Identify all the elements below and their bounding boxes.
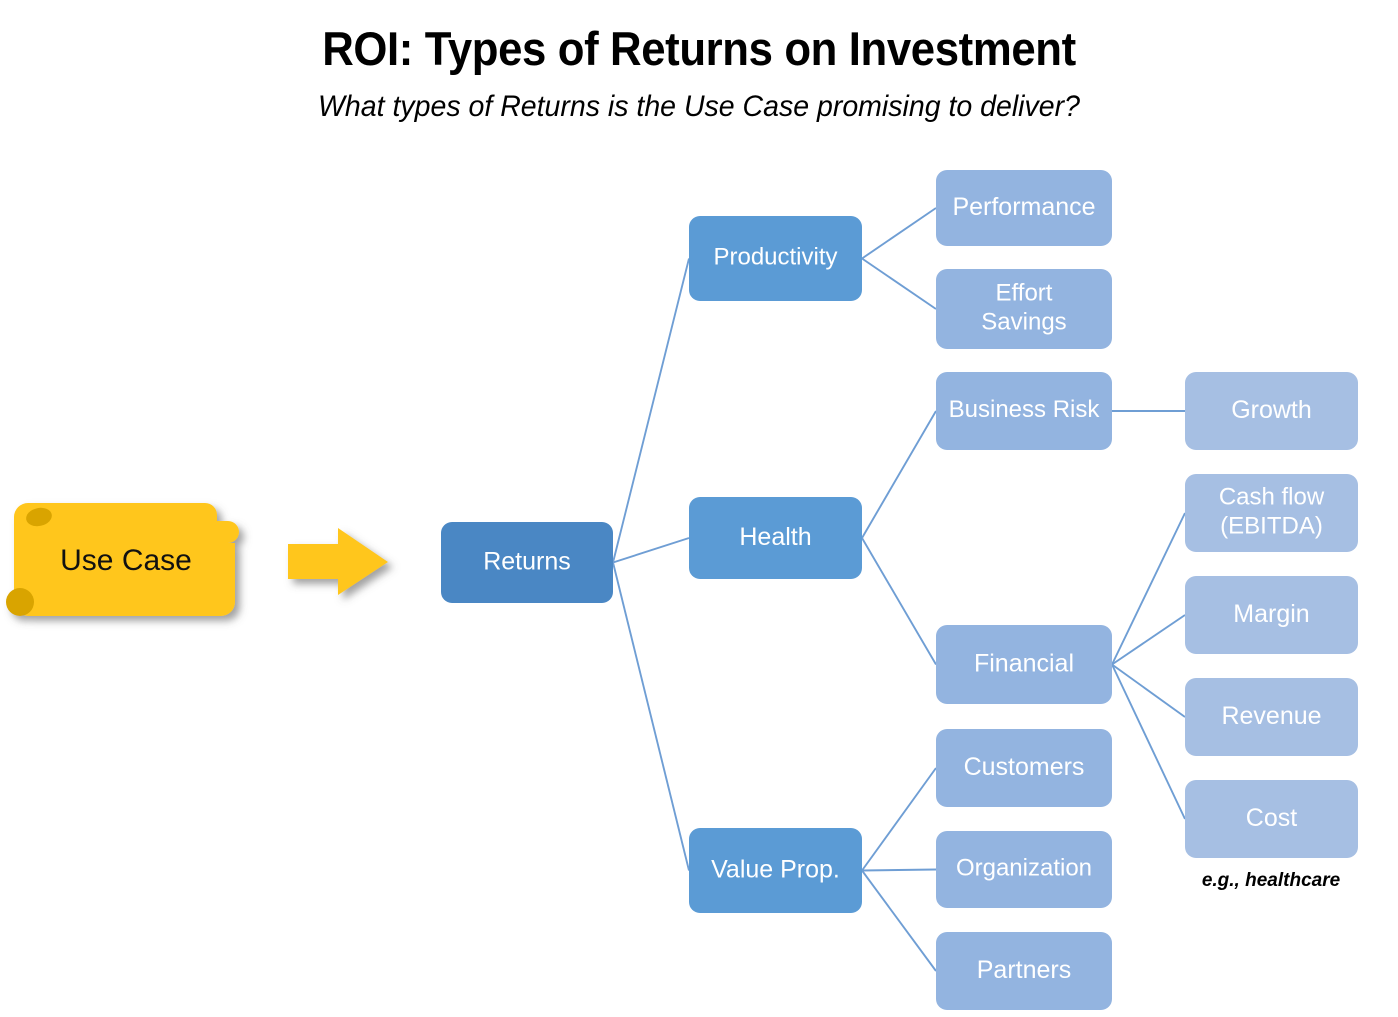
node-label-growth: Growth <box>1231 396 1312 424</box>
node-partners[interactable]: Partners <box>936 932 1112 1010</box>
node-label-root: Returns <box>483 547 571 575</box>
node-label-customers: Customers <box>964 753 1085 781</box>
node-box-margin <box>1185 576 1358 654</box>
connector-financial-to-revenue <box>1111 663 1186 718</box>
healthcare-caption: e.g., healthcare <box>1202 870 1341 891</box>
node-organization[interactable]: Organization <box>936 831 1112 908</box>
connector-productivity-to-performance <box>861 207 937 260</box>
node-cashflow[interactable]: Cash flow(EBITDA) <box>1185 474 1358 552</box>
node-revenue[interactable]: Revenue <box>1185 678 1358 756</box>
node-label-businessrisk: Business Risk <box>949 396 1101 423</box>
use-case-corner-tack-icon <box>26 507 52 527</box>
node-customers[interactable]: Customers <box>936 729 1112 807</box>
node-box-customers <box>936 729 1112 807</box>
use-case-label: Use Case <box>60 544 192 577</box>
node-label-revenue: Revenue <box>1221 702 1321 730</box>
connector-root-to-productivity <box>612 258 690 563</box>
node-cost[interactable]: Cost <box>1185 780 1358 858</box>
connector-health-to-financial <box>861 537 937 665</box>
node-box-organization <box>936 831 1112 908</box>
node-box-financial <box>936 625 1112 704</box>
node-label-margin: Margin <box>1233 600 1309 628</box>
node-root[interactable]: Returns <box>441 522 613 603</box>
connector-layer <box>612 207 1186 972</box>
right-arrow-icon <box>288 528 388 595</box>
connector-financial-to-cashflow <box>1111 512 1186 665</box>
node-label-productivity: Productivity <box>713 244 837 271</box>
node-box-growth <box>1185 372 1358 450</box>
connector-root-to-health <box>612 537 690 564</box>
use-case-shape <box>14 503 239 616</box>
node-box-valueprop <box>689 828 862 913</box>
node-label-partners: Partners <box>977 956 1071 984</box>
node-label-cashflow: Cash flow(EBITDA) <box>1219 484 1325 540</box>
node-growth[interactable]: Growth <box>1185 372 1358 450</box>
node-performance[interactable]: Performance <box>936 170 1112 246</box>
node-businessrisk[interactable]: Business Risk <box>936 372 1112 450</box>
connector-valueprop-to-customers <box>861 767 937 872</box>
connector-productivity-to-effortsavings <box>861 257 937 310</box>
node-box-root <box>441 522 613 603</box>
node-box-productivity <box>689 216 862 301</box>
connector-root-to-valueprop <box>612 562 690 871</box>
connector-valueprop-to-organization <box>861 868 937 872</box>
node-label-health: Health <box>739 523 811 551</box>
connector-financial-to-cost <box>1111 664 1186 820</box>
node-label-valueprop: Value Prop. <box>711 855 840 883</box>
node-box-performance <box>936 170 1112 246</box>
node-box-health <box>689 497 862 579</box>
node-margin[interactable]: Margin <box>1185 576 1358 654</box>
node-valueprop[interactable]: Value Prop. <box>689 828 862 913</box>
connector-financial-to-margin <box>1111 614 1186 666</box>
node-box-cost <box>1185 780 1358 858</box>
node-health[interactable]: Health <box>689 497 862 579</box>
use-case-corner-dot-icon <box>6 588 34 616</box>
use-case-node[interactable] <box>6 503 239 616</box>
connector-health-to-businessrisk <box>861 410 937 539</box>
node-box-effortsavings <box>936 269 1112 349</box>
node-productivity[interactable]: Productivity <box>689 216 862 301</box>
node-box-revenue <box>1185 678 1358 756</box>
node-label-performance: Performance <box>952 193 1095 221</box>
node-box-partners <box>936 932 1112 1010</box>
node-box-cashflow <box>1185 474 1358 552</box>
node-label-organization: Organization <box>956 855 1092 882</box>
connector-valueprop-to-partners <box>861 869 937 972</box>
node-label-cost: Cost <box>1246 804 1297 832</box>
node-financial[interactable]: Financial <box>936 625 1112 704</box>
node-box-businessrisk <box>936 372 1112 450</box>
node-label-financial: Financial <box>974 649 1074 677</box>
